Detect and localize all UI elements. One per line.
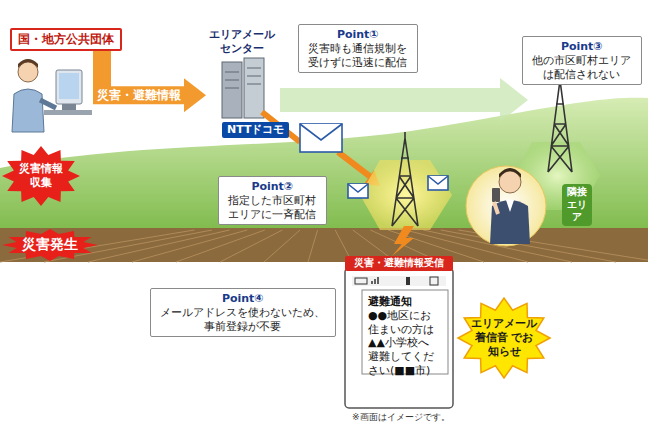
area-glow — [360, 160, 452, 230]
phone-header: 災害・避難情報受信 — [345, 256, 453, 271]
point-callout: Point①災害時も通信規制を 受けずに迅速に配信 — [298, 24, 418, 73]
lightning — [392, 226, 414, 256]
node-text: 国・地方公共団体 — [18, 32, 114, 47]
phone-screen: 避難通知●●地区にお住まいの方は▲▲小学校へ避難してください(■■市) — [366, 293, 439, 380]
point-callout: Point④メールアドレスを使わないため、 事前登録が不要 — [150, 288, 336, 337]
callout-number: Point④ — [157, 292, 329, 306]
node-text: 指定した市区町村 エリアに一斉配信 — [225, 194, 320, 222]
node-text: 避難通知 — [368, 295, 437, 309]
node-text: 災害・避難情報受信 — [347, 257, 451, 270]
broadcast-arrow — [280, 78, 528, 122]
node-text: 他の市区町村エリア は配信されない — [529, 54, 635, 82]
org-box: 国・地方公共団体 — [10, 28, 122, 51]
node-text: エリアメール センター — [206, 28, 278, 56]
node-text: ●●地区にお住まいの方は▲▲小学校へ避難してください(■■市) — [368, 309, 437, 378]
server-icon — [222, 58, 264, 118]
node-text: 災害時も通信規制を 受けずに迅速に配信 — [305, 42, 411, 70]
node-text: エリアメール 着信音 でお知らせ — [470, 317, 538, 358]
callout-number: Point③ — [529, 40, 635, 54]
event-burst: 災害発生 — [2, 229, 98, 261]
ground-lines — [0, 230, 648, 262]
company-label: NTTドコモ — [222, 122, 289, 138]
edge-label: 災害・避難情報 — [96, 87, 182, 103]
point-callout: Point③他の市区町村エリア は配信されない — [522, 36, 642, 85]
server-node: エリアメール センター — [206, 28, 278, 124]
operator-figure — [12, 59, 92, 132]
area-label: 隣接 エリア — [562, 184, 592, 226]
node-text: 災害発生 — [22, 236, 78, 254]
hill — [0, 98, 648, 232]
note: ※画面はイメージです。 — [352, 411, 450, 424]
node-text: 災害情報 収集 — [18, 162, 64, 190]
callout-number: Point① — [305, 28, 411, 42]
point-callout: Point②指定した市区町村 エリアに一斉配信 — [218, 176, 327, 225]
node-text: メールアドレスを使わないため、 事前登録が不要 — [157, 306, 329, 334]
alert-burst: 災害情報 収集 — [2, 146, 80, 206]
user-figure — [466, 166, 546, 246]
callout-number: Point② — [225, 180, 320, 194]
node-text: 隣接 エリア — [566, 186, 588, 224]
ring-burst: エリアメール 着信音 でお知らせ — [458, 298, 550, 378]
phone-outline — [345, 268, 453, 408]
node-text: NTTドコモ — [227, 123, 284, 137]
